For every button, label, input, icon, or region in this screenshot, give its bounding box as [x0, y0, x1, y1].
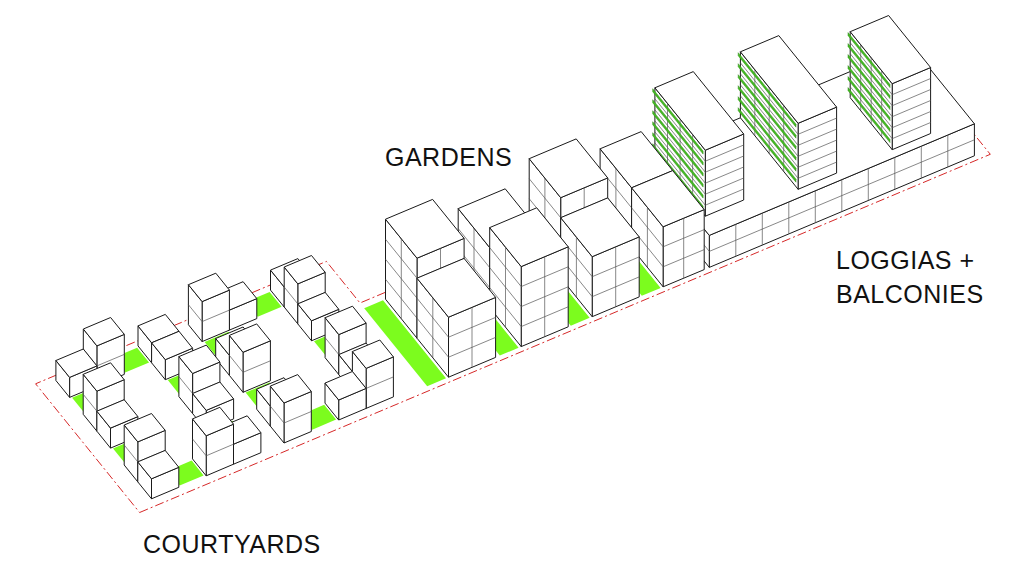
floor-line [868, 168, 869, 200]
floor-line [881, 71, 882, 137]
floor-line [709, 140, 974, 252]
floor-line [544, 257, 545, 337]
building-face [284, 256, 325, 284]
balcony-band [848, 33, 890, 88]
floor-line [735, 224, 736, 256]
floor-line [841, 180, 842, 212]
building-face [83, 318, 124, 346]
floor-line [325, 338, 339, 355]
balcony-band [738, 64, 796, 139]
label-holder: GARDENS [385, 140, 585, 174]
floor-line [179, 377, 193, 394]
balcony-band [738, 108, 796, 183]
balcony-band [738, 53, 796, 128]
floor-line [270, 406, 284, 423]
building-mass [229, 324, 270, 392]
building-face [490, 208, 569, 267]
floor-line [783, 105, 784, 171]
floor-line [892, 79, 930, 95]
floor-line [647, 207, 648, 267]
building-face [325, 306, 366, 334]
balcony-band [848, 88, 890, 143]
building-face [193, 407, 234, 436]
building-face [179, 345, 220, 373]
floor-line [229, 355, 243, 372]
building-mass [193, 407, 234, 476]
building-face [83, 363, 124, 391]
floor-line [754, 70, 755, 136]
floor-line [921, 146, 922, 178]
section-label: LOGGIAS + BALCONIES [836, 243, 1016, 311]
building-face [417, 258, 496, 317]
building-mass [270, 375, 311, 443]
building-face [632, 171, 705, 227]
section-label: GARDENS [385, 140, 585, 174]
building-mass [738, 36, 836, 190]
building-face [270, 375, 311, 403]
floor-line [202, 310, 229, 322]
floor-line [188, 305, 202, 322]
floor-line [680, 119, 681, 185]
floor-line [615, 247, 616, 307]
floor-line [740, 85, 798, 157]
floor-line [947, 135, 948, 167]
balcony-band [738, 75, 796, 150]
floor-line [124, 445, 138, 462]
building-mass [188, 273, 229, 341]
floor-line [667, 103, 668, 169]
floor-line [894, 157, 895, 189]
floor-line [692, 135, 693, 201]
building-mass [632, 171, 705, 287]
label-holder: COURTYARDS [143, 527, 383, 561]
floor-line [83, 394, 97, 411]
floor-line [472, 307, 473, 367]
balcony-band [738, 86, 796, 161]
floor-line [705, 145, 743, 161]
balcony-band [653, 89, 703, 154]
building-mass [848, 16, 931, 150]
building-face [325, 372, 366, 401]
building-face [124, 414, 165, 442]
building-face [561, 198, 640, 257]
balcony-band [848, 66, 890, 121]
building-face [352, 340, 393, 368]
building-face [193, 382, 234, 410]
floor-line [284, 412, 311, 424]
floor-line [193, 439, 207, 456]
floor-line [769, 88, 770, 154]
building-face [188, 273, 229, 301]
floor-line [576, 237, 577, 297]
balcony-band [848, 55, 890, 110]
floor-line [284, 287, 298, 304]
building-mass [417, 258, 496, 377]
balcony-band [738, 97, 796, 172]
building-mass [138, 450, 179, 498]
building-face [229, 324, 270, 352]
floor-line [401, 239, 402, 319]
section-label: COURTYARDS [143, 527, 383, 561]
floor-line [762, 213, 763, 245]
floor-line [815, 191, 816, 223]
building-mass [490, 208, 569, 347]
building-face [529, 139, 608, 198]
ground-greens [72, 210, 661, 486]
floor-line [798, 118, 837, 134]
building-face [386, 199, 465, 258]
floor-line [243, 361, 270, 373]
floor-line [206, 444, 233, 456]
floor-line [366, 377, 393, 389]
balcony-band [848, 44, 890, 99]
building-mass [561, 198, 640, 317]
floor-line [683, 218, 684, 278]
floor-line [860, 45, 861, 111]
floor-line [505, 247, 506, 327]
balcony-band [848, 77, 890, 132]
label-holder: LOGGIAS + BALCONIES [836, 243, 1016, 311]
building-mass [325, 372, 366, 421]
building-face [138, 450, 179, 478]
floor-line [871, 58, 872, 124]
floor-line [432, 298, 433, 358]
floor-line [788, 202, 789, 234]
